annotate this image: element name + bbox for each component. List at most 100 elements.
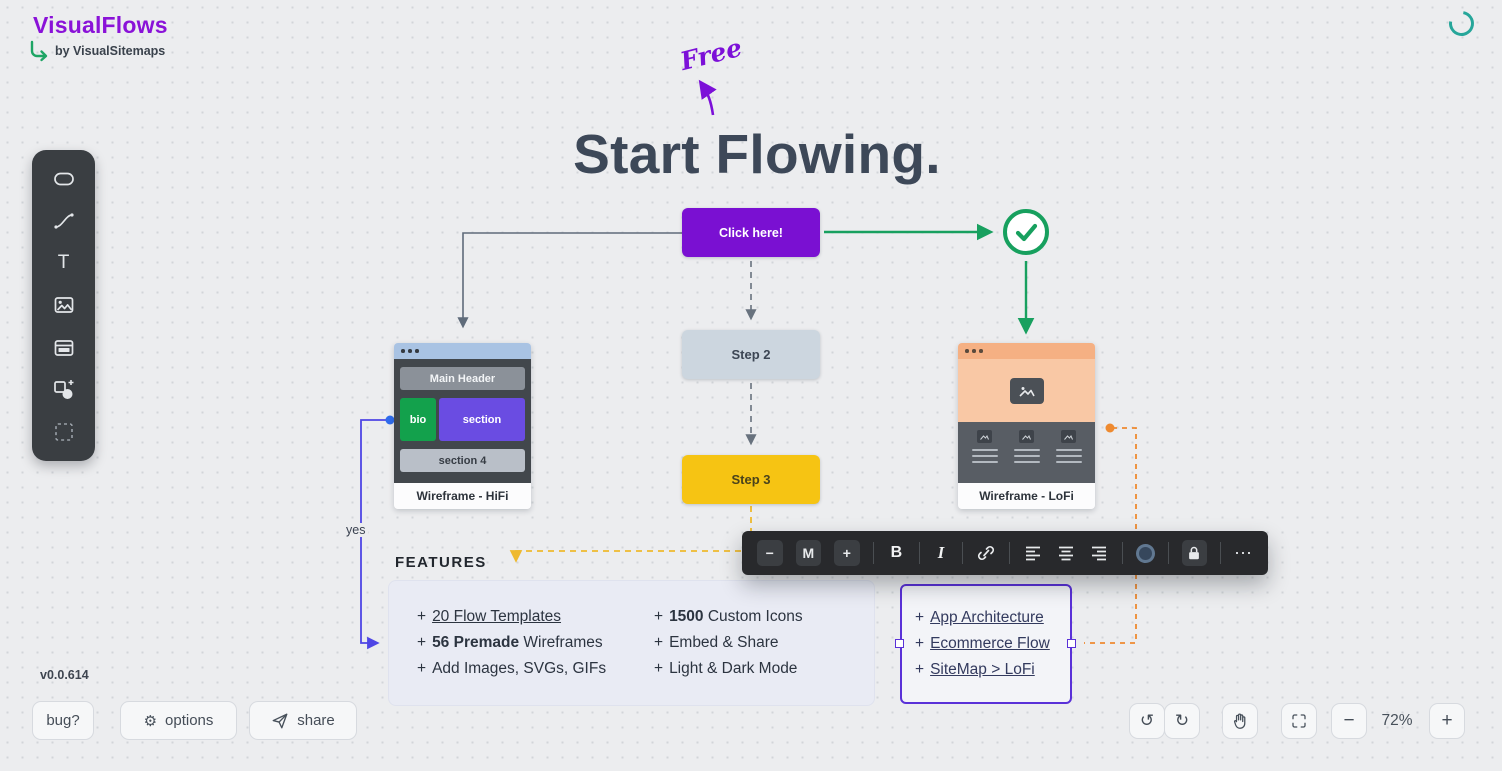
pan-tool-button[interactable] (1222, 703, 1258, 739)
checkmark-icon (1015, 223, 1037, 241)
zoom-out-button[interactable]: − (1331, 703, 1367, 739)
bold-button[interactable]: B (890, 544, 903, 561)
window-dot (415, 349, 419, 353)
wireframe-lofi-card[interactable]: Wireframe - LoFi (958, 343, 1095, 509)
align-right-button[interactable] (1089, 543, 1109, 563)
features-box[interactable]: +20 Flow Templates +56 Premade Wireframe… (388, 580, 875, 706)
mini-image-icon (1061, 430, 1076, 443)
plus-prefix: + (417, 660, 427, 677)
lofi-column (1013, 430, 1040, 483)
toolbar-divider (1008, 542, 1010, 564)
options-label: options (165, 712, 214, 729)
hifi-section4-block[interactable]: section 4 (400, 449, 525, 472)
template-link[interactable]: App Architecture (930, 609, 1044, 626)
window-dot (979, 349, 983, 353)
template-link[interactable]: Ecommerce Flow (930, 635, 1050, 652)
lock-icon (1189, 546, 1200, 560)
node-tool-button[interactable] (42, 161, 86, 197)
selection-handle-left[interactable] (895, 639, 904, 648)
toolbar-divider (1167, 542, 1169, 564)
click-here-node[interactable]: Click here! (682, 208, 820, 257)
image-placeholder-icon (1009, 377, 1044, 404)
align-center-button[interactable] (1056, 543, 1076, 563)
feature-item: +1500 Custom Icons (654, 608, 803, 625)
lock-button[interactable] (1181, 540, 1208, 566)
hifi-section-block[interactable]: section (439, 398, 525, 441)
logo-arrow-icon (30, 40, 48, 62)
undo-button[interactable]: ↺ (1129, 703, 1165, 739)
share-label: share (297, 712, 335, 729)
zoom-in-button[interactable]: + (1429, 703, 1465, 739)
more-options-button[interactable]: ⋯ (1234, 542, 1254, 563)
bug-report-button[interactable]: bug? (32, 701, 94, 740)
connector-yes-label: yes (343, 523, 369, 537)
plus-icon: + (1441, 710, 1453, 731)
loading-spinner (1444, 6, 1479, 41)
undo-icon: ↺ (1139, 711, 1155, 730)
select-tool-button[interactable] (42, 414, 86, 450)
redo-icon: ↻ (1174, 711, 1190, 730)
redo-button[interactable]: ↻ (1164, 703, 1200, 739)
hifi-main-header[interactable]: Main Header (400, 367, 525, 390)
mini-image-icon (1019, 430, 1034, 443)
fit-view-button[interactable] (1281, 703, 1317, 739)
hero-title[interactable]: Start Flowing. (573, 123, 941, 185)
feature-item: +Embed & Share (654, 634, 779, 651)
step2-node[interactable]: Step 2 (682, 330, 820, 379)
features-column-2: +1500 Custom Icons +Embed & Share +Light… (654, 604, 803, 705)
fullscreen-icon (1292, 714, 1306, 728)
selection-handle-right[interactable] (1067, 639, 1076, 648)
card-tool-button[interactable] (42, 330, 86, 366)
wireframe-hifi-card[interactable]: Main Header bio section section 4 Wirefr… (394, 343, 531, 509)
browser-chrome (394, 343, 531, 359)
features-column-1: +20 Flow Templates +56 Premade Wireframe… (417, 604, 654, 705)
marquee-select-icon (54, 423, 73, 441)
image-tool-button[interactable] (42, 287, 86, 323)
font-size-decrease-button[interactable]: − (757, 540, 783, 566)
feature-link[interactable]: 20 Flow Templates (432, 608, 562, 625)
italic-button[interactable]: I (937, 543, 945, 562)
font-size-medium-button[interactable]: M (795, 540, 822, 566)
plus-prefix: + (915, 609, 925, 626)
lofi-hero-image-area (958, 359, 1095, 422)
plus-prefix: + (654, 608, 664, 625)
gear-icon: ⚙ (143, 712, 158, 730)
plus-prefix: + (654, 634, 664, 651)
lofi-column (971, 430, 998, 483)
app-logo[interactable]: VisualFlows by VisualSitemaps (28, 12, 168, 62)
text-tool-icon: T (57, 252, 70, 274)
free-annotation[interactable]: Free (677, 32, 745, 77)
connector-tool-button[interactable] (42, 203, 86, 239)
text-tool-button[interactable]: T (42, 245, 86, 281)
font-size-increase-button[interactable]: + (834, 540, 860, 566)
lofi-footer-columns (958, 422, 1095, 483)
template-item: +SiteMap > LoFi (915, 657, 1070, 683)
link-button[interactable] (976, 543, 996, 563)
color-swatch-button[interactable] (1135, 543, 1155, 563)
toolbar-divider (1121, 542, 1123, 564)
plus-prefix: + (915, 635, 925, 652)
window-dot (401, 349, 405, 353)
step3-node[interactable]: Step 3 (682, 455, 820, 504)
toolbar-divider (872, 542, 874, 564)
align-right-icon (1091, 546, 1106, 561)
shapes-tool-button[interactable] (42, 372, 86, 408)
options-button[interactable]: ⚙ options (120, 701, 237, 740)
success-check-node[interactable] (1003, 209, 1049, 255)
templates-box[interactable]: + App Architecture + Ecommerce Flow +SiteM… (900, 584, 1072, 704)
align-center-icon (1058, 546, 1073, 561)
template-item: + Ecommerce Flow (915, 631, 1070, 657)
window-dot (408, 349, 412, 353)
share-button[interactable]: share (249, 701, 357, 740)
text-format-toolbar: − M + B I (742, 531, 1268, 575)
app-subtitle: by VisualSitemaps (55, 44, 166, 58)
template-link[interactable]: SiteMap > LoFi (930, 661, 1035, 678)
hand-icon (1233, 713, 1245, 729)
window-dot (965, 349, 969, 353)
align-left-button[interactable] (1023, 543, 1043, 563)
hifi-body: Main Header bio section section 4 (394, 359, 531, 483)
window-dot (972, 349, 976, 353)
minus-icon: − (1343, 710, 1355, 731)
hifi-bio-block[interactable]: bio (400, 398, 436, 441)
